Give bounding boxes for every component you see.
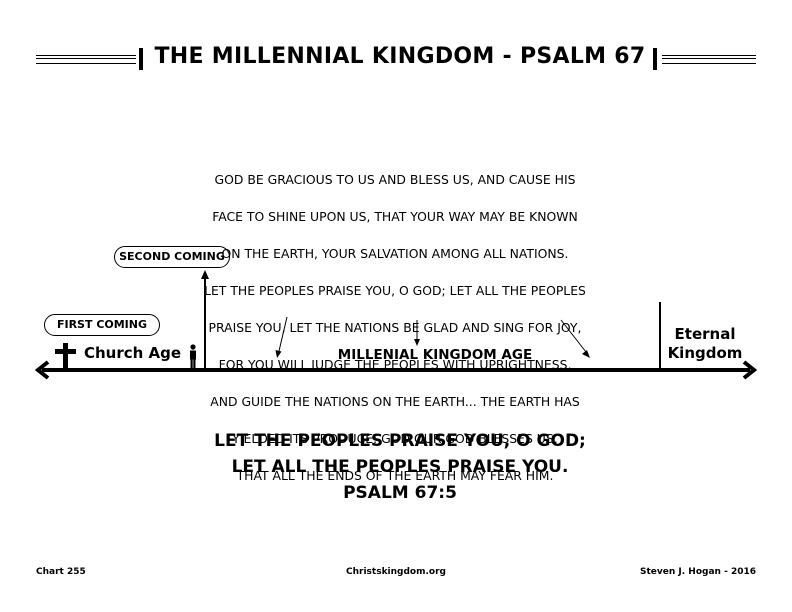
title-rule-left [36, 55, 136, 64]
highlighted-quote: LET THE PEOPLES PRAISE YOU, O GOD; LET A… [150, 428, 650, 506]
verse-line: LET THE PEOPLES PRAISE YOU, O GOD; LET A… [204, 282, 586, 298]
verse-line: THAT ALL THE ENDS OF THE EARTH MAY FEAR … [236, 467, 554, 483]
page-title: THE MILLENNIAL KINGDOM - PSALM 67 [154, 44, 646, 69]
verse-line: AND GUIDE THE NATIONS ON THE EARTH... TH… [210, 393, 580, 409]
verse-line: ON THE EARTH, YOUR SALVATION AMONG ALL N… [221, 245, 569, 261]
first-coming-label: FIRST COMING [44, 314, 160, 336]
timeline-arrow-left [34, 360, 50, 380]
title-bar-left [139, 48, 143, 70]
verse-arrow-right [560, 319, 590, 358]
verse-line: PRAISE YOU, LET THE NATIONS BE GLAD AND … [208, 319, 582, 335]
title-banner: THE MILLENNIAL KINGDOM - PSALM 67 [0, 40, 792, 80]
quote-reference: PSALM 67:5 [343, 483, 457, 503]
author-credit: Steven J. Hogan - 2016 [640, 567, 756, 577]
verse-arrow-left [275, 316, 288, 358]
verse-line: FACE TO SHINE UPON US, THAT YOUR WAY MAY… [212, 208, 578, 224]
title-bar-right [653, 48, 657, 70]
verse-line: GOD BE GRACIOUS TO US AND BLESS US, AND … [214, 171, 576, 187]
millennial-age-label: MILLENIAL KINGDOM AGE [337, 347, 533, 363]
kingdom-label-line: Kingdom [667, 344, 743, 362]
quote-line-2: LET ALL THE PEOPLES PRAISE YOU. [231, 457, 569, 477]
eternal-label-line: Eternal [674, 325, 736, 343]
person-icon [190, 344, 196, 368]
cross-icon [55, 343, 76, 369]
verse-arrow-center [414, 320, 420, 346]
chart-number: Chart 255 [36, 567, 86, 577]
title-rule-right [662, 55, 756, 64]
second-coming-label: SECOND COMING [114, 246, 230, 268]
website-link[interactable]: Christskingdom.org [346, 567, 446, 577]
timeline-arrow-right [742, 360, 758, 380]
second-coming-arrowhead [201, 270, 209, 279]
church-age-label: Church Age [84, 344, 182, 362]
verse-line: YIELDED ITS PRODUCE; GOD OUR GOD BLESSES… [232, 430, 558, 446]
psalm-verse-text: GOD BE GRACIOUS TO US AND BLESS US, AND … [200, 152, 590, 504]
verse-line: FOR YOU WILL JUDGE THE PEOPLES WITH UPRI… [218, 356, 572, 372]
eternal-kingdom-label: Eternal Kingdom [662, 325, 748, 363]
quote-line-1: LET THE PEOPLES PRAISE YOU, O GOD; [214, 431, 586, 451]
